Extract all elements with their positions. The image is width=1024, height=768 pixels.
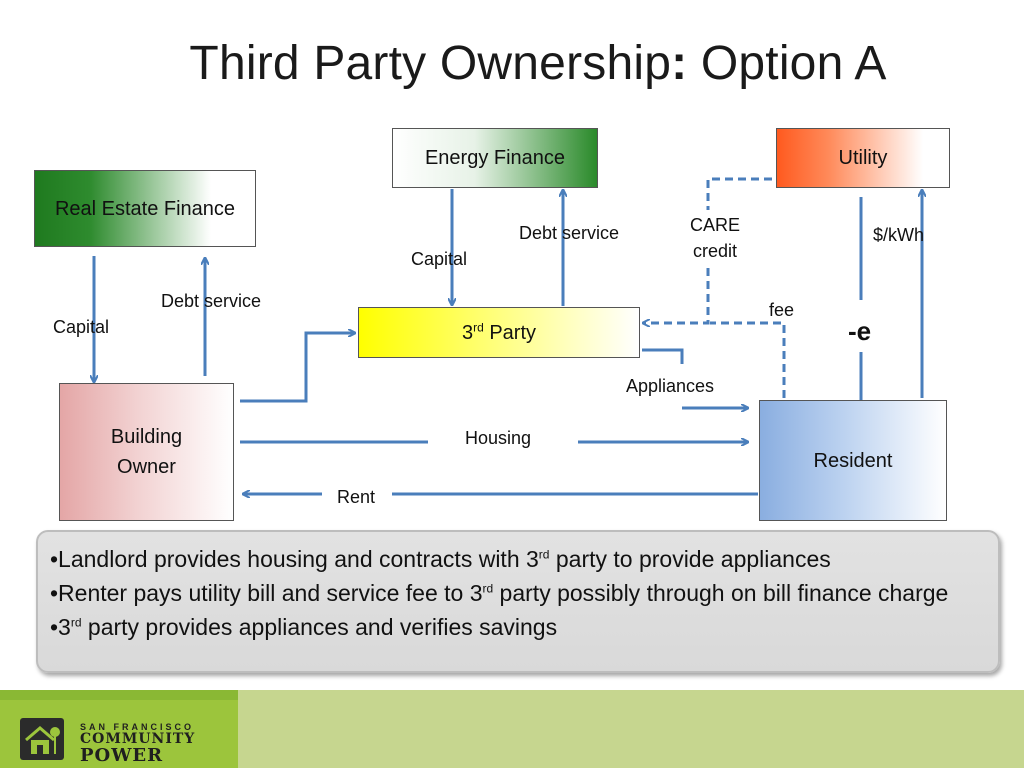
- house-tree-icon: [25, 726, 60, 754]
- note-item: •3rd party provides appliances and verif…: [50, 610, 986, 644]
- third-party-word: Party: [483, 321, 537, 344]
- logo-power: POWER: [80, 745, 164, 766]
- note-superscript: rd: [538, 547, 550, 562]
- label-kwh: $/kWh: [873, 225, 925, 245]
- note-text: •3: [50, 614, 71, 640]
- notes-panel: •Landlord provides housing and contracts…: [36, 530, 1000, 673]
- house-tree-logo-icon: [20, 718, 64, 760]
- third-party-suffix: rd: [473, 319, 484, 334]
- note-item: •Landlord provides housing and contracts…: [50, 542, 986, 576]
- third-party-label: 3rd Party: [462, 318, 536, 348]
- label-fee: fee: [769, 300, 795, 320]
- third-party-number: 3: [461, 321, 474, 344]
- label-housing: Housing: [465, 428, 532, 448]
- slide-title: Third Party Ownership: Option A: [0, 36, 1024, 91]
- label-appliances: Appliances: [626, 376, 715, 396]
- energy-finance-box: Energy Finance: [392, 128, 598, 188]
- note-text: •Renter pays utility bill and service fe…: [50, 580, 483, 606]
- label-debt-mid: Debt service: [519, 223, 620, 243]
- title-colon: :: [671, 37, 688, 90]
- label-care-credit: CARE credit: [690, 212, 740, 264]
- label-rent: Rent: [337, 487, 376, 507]
- note-text: •Landlord provides housing and contracts…: [50, 546, 539, 572]
- resident-label: Resident: [813, 449, 893, 472]
- arrow-appliances: [642, 348, 684, 364]
- arrow-fee: [710, 321, 786, 398]
- title-option: Option A: [687, 37, 887, 90]
- note-text: party to provide appliances: [549, 546, 831, 572]
- note-superscript: rd: [482, 581, 494, 596]
- resident-box: Resident: [759, 400, 947, 521]
- label-e: -e: [848, 316, 872, 346]
- arrow-owner-to-third: [240, 333, 355, 403]
- third-party-box: 3rd Party: [358, 307, 640, 358]
- label-capital-left: Capital: [53, 317, 110, 337]
- energy-finance-label: Energy Finance: [424, 147, 566, 169]
- title-main: Third Party Ownership: [189, 37, 672, 90]
- note-item: •Renter pays utility bill and service fe…: [50, 576, 986, 610]
- logo-tile-top: [0, 690, 238, 700]
- label-care-line1: CARE: [690, 215, 741, 235]
- logo-community: COMMUNITY: [80, 731, 196, 747]
- flow-arrows: [0, 177, 1024, 690]
- real-estate-finance-box: Real Estate Finance: [34, 170, 256, 247]
- label-debt-left: Debt service: [161, 291, 262, 311]
- note-text: party possibly through on bill finance c…: [493, 580, 949, 606]
- logo-city: SAN FRANCISCO: [80, 722, 195, 732]
- note-text: party provides appliances and verifies s…: [81, 614, 558, 640]
- building-owner-line1: Building: [110, 426, 183, 448]
- building-owner-line2: Owner: [117, 456, 176, 478]
- note-superscript: rd: [70, 615, 82, 630]
- arrow-care: [706, 177, 772, 210]
- arrow-care-2: [643, 268, 710, 323]
- label-care-line2: credit: [693, 241, 738, 261]
- utility-label: Utility: [838, 147, 888, 169]
- utility-box: Utility: [776, 128, 950, 188]
- real-estate-finance-label: Real Estate Finance: [54, 197, 236, 220]
- label-capital-mid: Capital: [411, 249, 468, 269]
